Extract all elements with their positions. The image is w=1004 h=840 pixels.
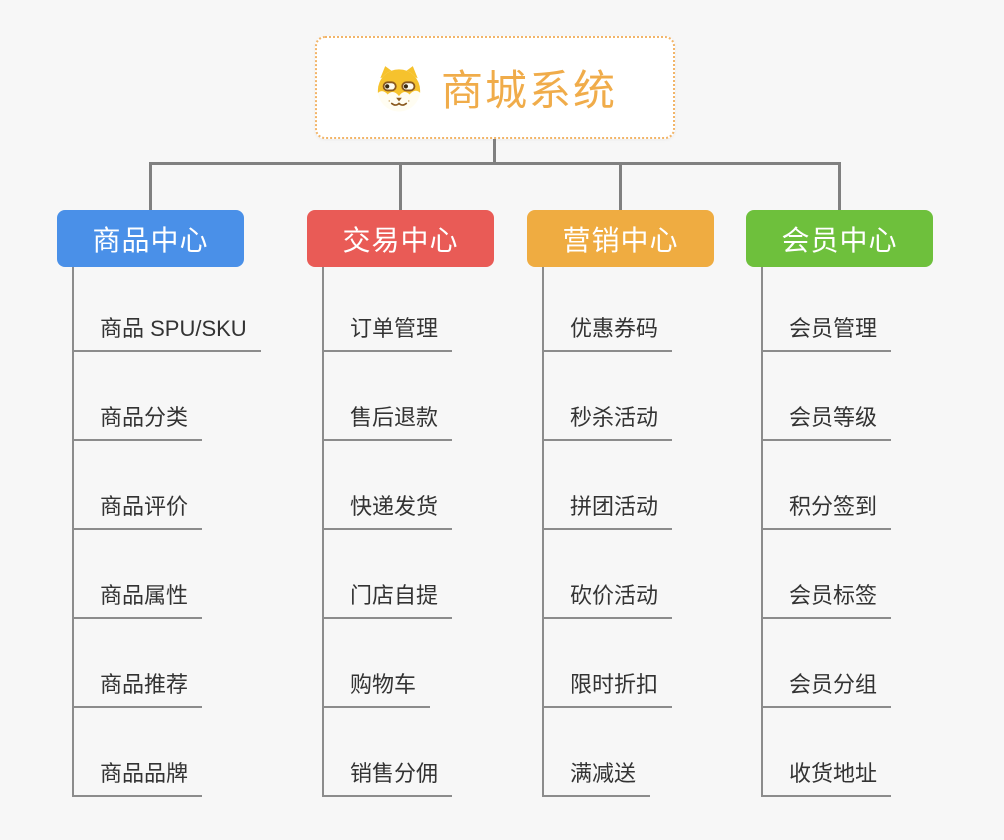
leaf-label: 商品 SPU/SKU [100,316,247,341]
leaf-node[interactable]: 会员等级 [763,352,892,441]
leaf-node[interactable]: 商品 SPU/SKU [74,267,261,352]
leaf-label: 快递发货 [350,494,439,519]
root-node[interactable]: 商城系统 [315,36,675,139]
branch-header-2[interactable]: 营销中心 [527,210,714,267]
leaf-label: 会员管理 [789,316,878,341]
branch-label: 会员中心 [781,224,898,256]
leaf-label: 订单管理 [350,316,439,341]
leaf-node[interactable]: 销售分佣 [324,708,453,797]
leaf-node[interactable]: 满减送 [544,708,651,797]
leaf-label: 优惠券码 [570,316,659,341]
leaf-label: 商品分类 [100,405,189,430]
leaf-node[interactable]: 限时折扣 [544,619,673,708]
branch-label: 营销中心 [562,224,679,256]
leaf-node[interactable]: 售后退款 [324,352,453,441]
leaf-node[interactable]: 商品推荐 [74,619,203,708]
leaf-node[interactable]: 订单管理 [324,267,453,352]
leaf-label: 收货地址 [789,761,878,786]
leaf-label: 商品评价 [100,494,189,519]
connector-root-stub [493,139,496,163]
leaf-label: 满减送 [570,761,637,786]
leaf-node[interactable]: 商品属性 [74,530,203,619]
leaf-node[interactable]: 门店自提 [324,530,453,619]
leaf-label: 售后退款 [350,405,439,430]
leaf-node[interactable]: 商品品牌 [74,708,203,797]
leaf-column-3: 会员管理会员等级积分签到会员标签会员分组收货地址 [761,267,892,797]
leaf-label: 购物车 [350,672,417,697]
connector-branch-stub [149,162,152,210]
branch-header-0[interactable]: 商品中心 [57,210,244,267]
leaf-column-2: 优惠券码秒杀活动拼团活动砍价活动限时折扣满减送 [542,267,673,797]
leaf-node[interactable]: 会员分组 [763,619,892,708]
leaf-column-0: 商品 SPU/SKU 商品分类商品评价商品属性商品推荐商品品牌 [72,267,261,797]
root-title: 商城系统 [440,67,617,114]
leaf-node[interactable]: 购物车 [324,619,431,708]
leaf-label: 销售分佣 [350,761,439,786]
leaf-node[interactable]: 收货地址 [763,708,892,797]
leaf-node[interactable]: 优惠券码 [544,267,673,352]
branch-label: 商品中心 [92,224,209,256]
leaf-label: 商品属性 [100,583,189,608]
leaf-label: 商品品牌 [100,761,189,786]
leaf-label: 会员标签 [789,583,878,608]
leaf-node[interactable]: 砍价活动 [544,530,673,619]
leaf-node[interactable]: 会员标签 [763,530,892,619]
leaf-label: 砍价活动 [570,583,659,608]
leaf-label: 会员等级 [789,405,878,430]
leaf-label: 限时折扣 [570,672,659,697]
leaf-node[interactable]: 秒杀活动 [544,352,673,441]
leaf-label: 商品推荐 [100,672,189,697]
leaf-node[interactable]: 积分签到 [763,441,892,530]
doge-icon [373,63,425,113]
leaf-label: 会员分组 [789,672,878,697]
branch-header-3[interactable]: 会员中心 [746,210,933,267]
leaf-node[interactable]: 会员管理 [763,267,892,352]
leaf-node[interactable]: 快递发货 [324,441,453,530]
leaf-label: 门店自提 [350,583,439,608]
connector-bus-line [149,162,840,165]
leaf-column-1: 订单管理售后退款快递发货门店自提购物车销售分佣 [322,267,453,797]
leaf-node[interactable]: 商品评价 [74,441,203,530]
connector-branch-stub [838,162,841,210]
connector-branch-stub [619,162,622,210]
leaf-node[interactable]: 拼团活动 [544,441,673,530]
leaf-label: 积分签到 [789,494,878,519]
leaf-label: 秒杀活动 [570,405,659,430]
branch-header-1[interactable]: 交易中心 [307,210,494,267]
connector-branch-stub [399,162,402,210]
leaf-node[interactable]: 商品分类 [74,352,203,441]
leaf-label: 拼团活动 [570,494,659,519]
branch-label: 交易中心 [342,224,459,256]
